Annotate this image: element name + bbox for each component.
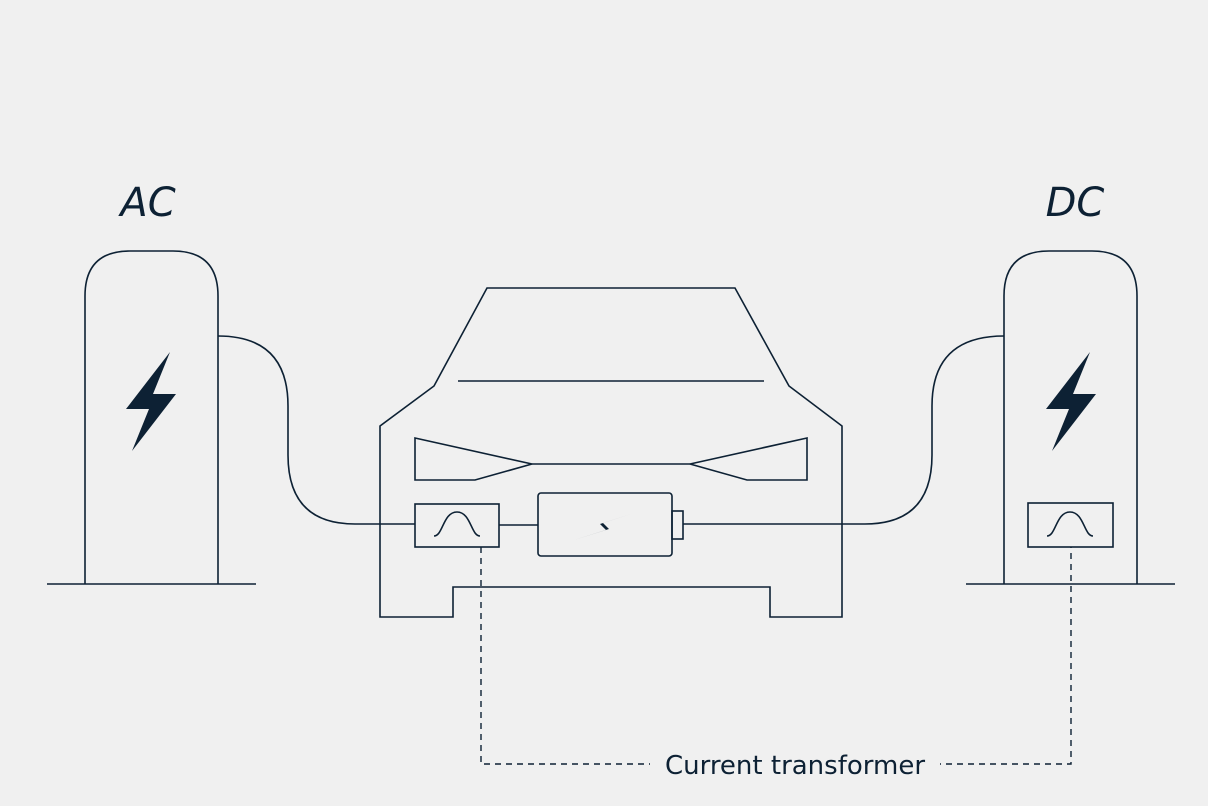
dc-lightning-bolt-icon [1046, 352, 1096, 451]
dc-charger-body [1003, 250, 1138, 584]
onboard-converter-box [414, 503, 500, 548]
dc-charger: DC [966, 180, 1175, 585]
battery-icon [537, 492, 673, 557]
onboard-sine-wave-icon [433, 511, 481, 537]
ac-charger-body [84, 250, 219, 584]
dc-converter-box [1027, 502, 1114, 548]
current-transformer-label: Current transformer [665, 751, 925, 781]
ac-cable [217, 335, 415, 525]
dc-sine-wave-icon [1046, 511, 1094, 537]
ac-label: AC [117, 180, 175, 226]
car-body-outline [379, 287, 843, 618]
ac-lightning-bolt-icon [126, 352, 176, 451]
current-transformer-label-bg [650, 746, 940, 782]
car-headlight-right [689, 437, 808, 481]
ac-charger: AC [47, 180, 256, 585]
dc-cable [683, 335, 1005, 525]
battery-terminal [671, 510, 684, 540]
current-transformer-link [480, 547, 1072, 765]
dc-label: DC [1046, 180, 1105, 226]
car-headlight-left [414, 437, 533, 481]
battery-lightning-bolt-icon [574, 513, 634, 540]
car [379, 287, 843, 618]
